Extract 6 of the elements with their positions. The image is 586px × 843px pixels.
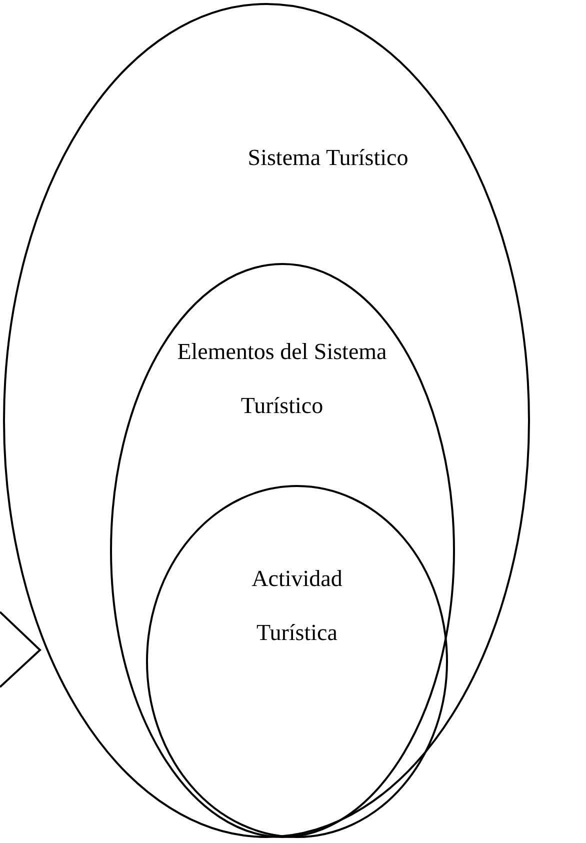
- ellipse-label: Sistema Turístico: [246, 144, 410, 172]
- ellipse: [110, 263, 455, 838]
- ellipse: [3, 3, 530, 838]
- ellipse-label: Elementos del Sistema Turístico: [176, 338, 388, 420]
- ellipse-label: Actividad Turística: [250, 565, 344, 647]
- ellipse: [146, 485, 448, 838]
